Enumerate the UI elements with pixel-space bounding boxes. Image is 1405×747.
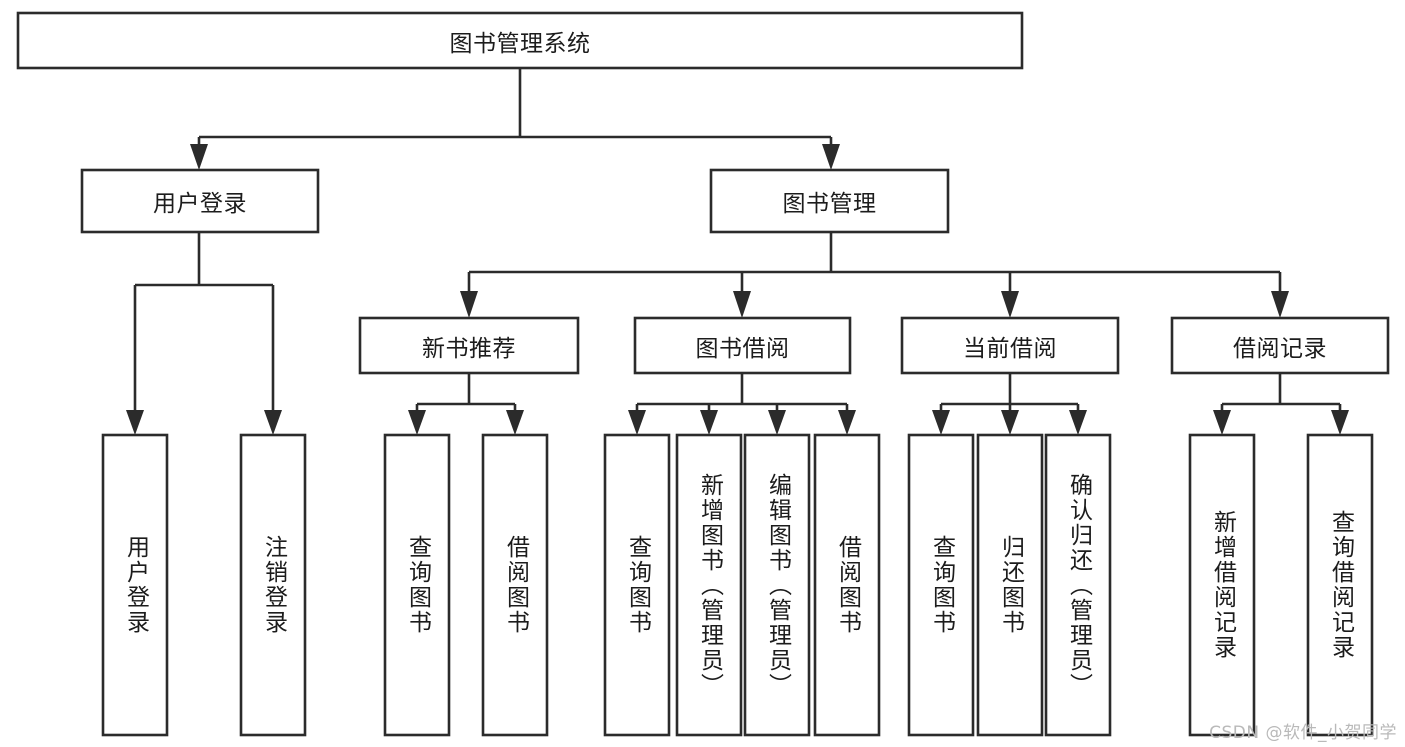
arrow-head-leaf-borrowrecord-1 [1213, 410, 1231, 435]
arrow-head-leaf-currentborrow-2 [1001, 410, 1019, 435]
arrow-head-leaf-bookborrow-1 [628, 410, 646, 435]
connectors-bookborrow-to-leaves [628, 373, 856, 435]
node-box-leaf-borrow-1[interactable] [603, 433, 671, 737]
connectors-bookmanage-to-level3 [460, 232, 1289, 318]
arrow-head-leaf-bookborrow-2 [700, 410, 718, 435]
arrow-head-bookmanage [822, 144, 840, 170]
arrow-head-leaf-newbook-1 [408, 410, 426, 435]
arrow-head-userlogin [190, 144, 208, 170]
node-box-book-manage[interactable] [709, 168, 950, 234]
node-box-new-book-rec[interactable] [358, 316, 580, 375]
connectors-currentborrow-to-leaves [932, 373, 1087, 435]
arrow-head-leaf-user-login-2 [264, 410, 282, 435]
node-box-current-borrow[interactable] [900, 316, 1120, 375]
node-box-leaf-new-book-1[interactable] [383, 433, 451, 737]
arrow-head-leaf-borrowrecord-2 [1331, 410, 1349, 435]
node-box-root[interactable] [16, 11, 1024, 70]
node-box-leaf-record-1[interactable] [1188, 433, 1256, 737]
arrow-head-leaf-newbook-2 [506, 410, 524, 435]
arrow-head-currentborrow [1001, 291, 1019, 318]
arrow-head-leaf-currentborrow-1 [932, 410, 950, 435]
node-box-leaf-borrow-3[interactable] [743, 433, 811, 737]
node-box-leaf-current-1[interactable] [907, 433, 975, 737]
arrow-head-leaf-user-login-1 [126, 410, 144, 435]
node-box-leaf-user-login-2[interactable] [239, 433, 307, 737]
arrow-head-leaf-currentborrow-3 [1069, 410, 1087, 435]
node-box-user-login[interactable] [80, 168, 320, 234]
arrow-head-leaf-bookborrow-4 [838, 410, 856, 435]
arrow-head-newbook [460, 291, 478, 318]
node-box-leaf-borrow-4[interactable] [813, 433, 881, 737]
connectors-borrowrecord-to-leaves [1213, 373, 1349, 435]
node-box-leaf-current-2[interactable] [976, 433, 1044, 737]
node-box-leaf-record-2[interactable] [1306, 433, 1374, 737]
node-box-borrow-record[interactable] [1170, 316, 1390, 375]
node-box-book-borrow[interactable] [633, 316, 852, 375]
node-box-leaf-borrow-2[interactable] [675, 433, 743, 737]
node-box-leaf-current-3[interactable] [1044, 433, 1112, 737]
connectors-newbook-to-leaves [408, 373, 524, 435]
arrow-head-borrowrecord [1271, 291, 1289, 318]
node-box-leaf-user-login-1[interactable] [101, 433, 169, 737]
connectors-userlogin-to-leaves [126, 232, 282, 435]
arrow-head-leaf-bookborrow-3 [768, 410, 786, 435]
arrow-head-bookborrow [733, 291, 751, 318]
node-box-leaf-new-book-2[interactable] [481, 433, 549, 737]
connectors-root-to-level2 [190, 68, 840, 170]
